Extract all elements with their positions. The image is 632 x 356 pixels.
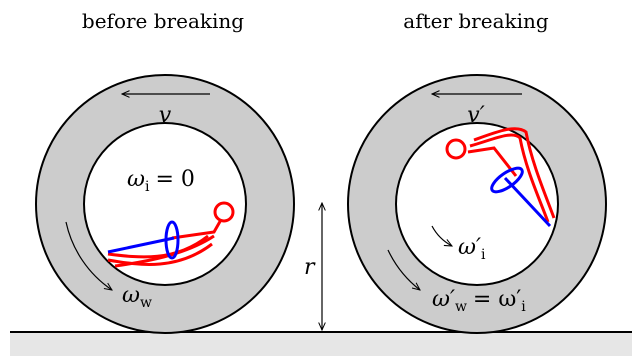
omega-equals-zero: = 0 [155, 167, 194, 192]
right-omega-i-label: ω′i [458, 235, 486, 263]
right-wheel [347, 74, 607, 334]
omega-i-prime-subscript: i [481, 247, 486, 263]
right-rider-head [445, 138, 467, 160]
omega-i-prime-symbol: ω′ [458, 235, 481, 260]
omega-w-prime-equals: = ω′ [473, 287, 521, 312]
caption-after: after breaking [403, 9, 549, 33]
right-omega-w-label: ω′w = ω′i [432, 287, 526, 315]
left-rider-body [114, 234, 215, 268]
omega-w-prime-symbol: ω′ [432, 287, 455, 312]
left-omega-w-arrow [65, 221, 112, 290]
caption-before: before breaking [82, 9, 244, 33]
left-wheel [35, 74, 295, 334]
left-rider-arm [171, 217, 224, 240]
right-rider-body [469, 133, 550, 223]
right-omega-i-arrow [431, 225, 452, 246]
left-omega-i-label: ωi = 0 [127, 167, 195, 195]
left-axis-bar [107, 236, 175, 254]
omega-w-subscript: w [140, 295, 152, 311]
omega-w-prime-subscript: w [455, 299, 467, 315]
radius-label: r [304, 255, 316, 280]
left-wheel-inner [83, 122, 247, 286]
left-rider-head [213, 201, 235, 223]
right-rider-arm [467, 146, 518, 177]
left-rider [107, 201, 235, 268]
left-omega-w-label: ωw [122, 283, 152, 311]
right-omega-w-arrow [387, 249, 420, 290]
omega-symbol: ω [127, 167, 145, 192]
left-rider-leg-2 [107, 242, 213, 266]
right-rider-leg-1 [473, 127, 556, 219]
omega-w-symbol: ω [122, 283, 140, 308]
ground [10, 332, 632, 356]
right-velocity-label: v′ [467, 103, 484, 128]
left-velocity-label: v [159, 103, 172, 128]
right-axis-ring [490, 166, 524, 194]
right-wheel-inner [395, 122, 559, 286]
left-rider-leg-1 [107, 234, 209, 259]
right-rider [445, 127, 556, 228]
omega-subscript: i [145, 179, 150, 195]
left-axis-ring [164, 220, 180, 260]
omega-w-prime-equals-subscript: i [521, 299, 526, 315]
